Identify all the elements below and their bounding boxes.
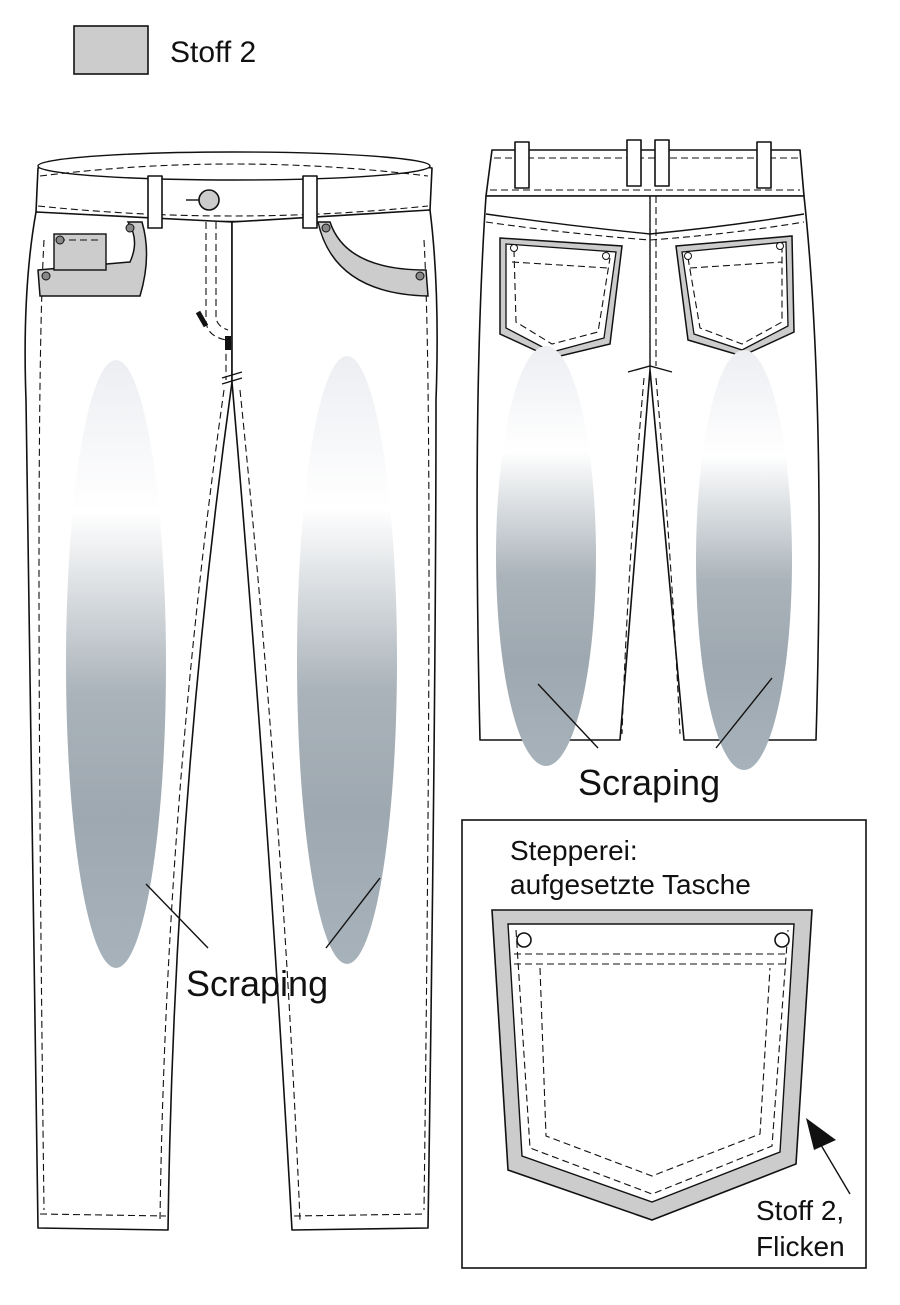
front-left-side-stitch — [38, 239, 45, 1211]
back-right-pocket-rivet-2 — [776, 242, 784, 250]
front-right-rivet-2 — [415, 271, 425, 281]
back-belt-loop-4 — [756, 141, 772, 189]
pocket-detail-box: Stepperei: aufgesetzte Tasche Stoff 2, F… — [461, 819, 867, 1269]
back-callout-line-right — [715, 677, 773, 749]
detail-pocket-stitch-edge — [515, 929, 789, 1195]
front-callout-line-left — [145, 883, 209, 949]
front-left-rivet-3 — [41, 271, 51, 281]
front-scraping-label: Scraping — [186, 963, 328, 1004]
front-right-pocket-facing — [317, 221, 429, 297]
front-belt-loop-left — [147, 175, 163, 229]
legend: Stoff 2 — [73, 25, 256, 75]
back-right-pocket — [681, 241, 789, 351]
legend-swatch — [73, 25, 149, 75]
detail-note-line2: Flicken — [756, 1231, 845, 1262]
front-right-rivet-1 — [321, 223, 331, 233]
detail-title-line2: aufgesetzte Tasche — [510, 869, 751, 900]
detail-pocket-rivet-right — [774, 932, 790, 948]
detail-note-arrow-line — [817, 1139, 851, 1195]
back-belt-loop-2 — [626, 139, 642, 187]
back-inseam-left — [621, 377, 645, 735]
front-waistband-top — [37, 151, 431, 181]
front-left-rivet-2 — [125, 223, 135, 233]
front-left-scraping-area — [66, 360, 166, 968]
detail-title-line1: Stepperei: — [510, 835, 638, 866]
back-inseam-right — [655, 377, 681, 735]
front-right-hem-stitch — [293, 1213, 427, 1217]
back-left-pocket-rivet-2 — [602, 252, 610, 260]
back-crotch-bartack — [627, 365, 673, 373]
front-fly-bartack — [195, 310, 209, 328]
front-waistband-stitch — [39, 163, 429, 177]
back-right-pocket-rivet-1 — [684, 252, 692, 260]
back-belt-loop-3 — [654, 139, 670, 187]
front-right-side-stitch — [423, 239, 430, 1211]
detail-pocket-rivet-left — [516, 932, 532, 948]
back-right-scraping-area — [696, 350, 792, 770]
detail-note-line1: Stoff 2, — [756, 1195, 844, 1226]
front-crotch-bartack — [221, 371, 243, 385]
back-callout-line-left — [537, 683, 599, 749]
detail-pocket-stitch-inner — [539, 967, 771, 1177]
back-right-pocket-stitch — [687, 248, 783, 345]
front-callout-line-right — [325, 877, 381, 949]
detail-note-arrowhead-icon — [806, 1118, 836, 1150]
front-left-rivet-1 — [55, 235, 65, 245]
back-scraping-label: Scraping — [578, 762, 720, 803]
detail-pocket — [507, 923, 795, 1203]
front-right-scraping-area — [297, 356, 397, 964]
front-button — [198, 189, 220, 211]
front-view: Scraping — [24, 151, 438, 1231]
back-left-pocket-rivet-1 — [510, 244, 518, 252]
front-left-pocket-facing — [37, 221, 148, 297]
legend-label: Stoff 2 — [170, 36, 256, 69]
back-left-pocket — [505, 243, 617, 353]
front-fly-stitch-inner — [215, 222, 229, 331]
back-view: Scraping — [476, 139, 820, 803]
back-left-scraping-area — [496, 346, 596, 766]
front-left-hem-stitch — [39, 1213, 167, 1217]
front-fly-stitch — [205, 222, 227, 380]
front-fly-rivet — [225, 336, 231, 350]
front-belt-loop-right — [302, 175, 318, 229]
back-left-pocket-stitch — [511, 249, 611, 345]
back-belt-loop-1 — [514, 141, 530, 189]
